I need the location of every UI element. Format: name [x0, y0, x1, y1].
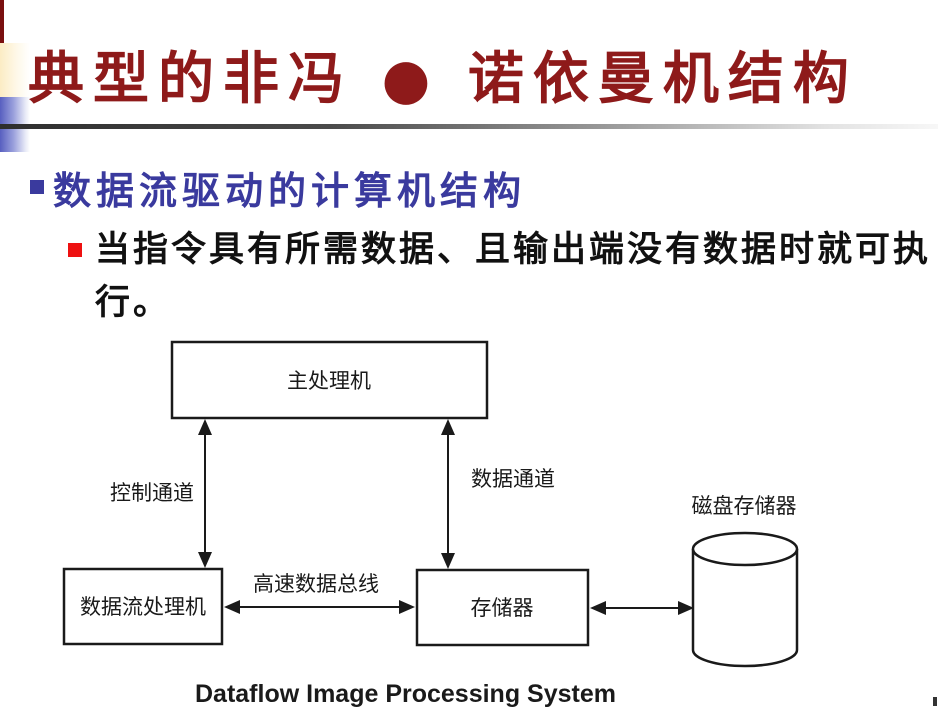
data-channel-label: 数据通道 — [471, 467, 555, 491]
memory-label: 存储器 — [471, 596, 534, 620]
main-processor-label: 主处理机 — [287, 369, 371, 393]
disk-storage-label: 磁盘存储器 — [692, 494, 797, 518]
title-divider-rule — [0, 124, 938, 129]
blue-square-bullet-icon — [30, 180, 44, 194]
dataflow-diagram: 主处理机 数据流处理机 存储器 控制通道 数据通道 高速数据总线 — [62, 340, 799, 668]
data-channel-arrow — [441, 419, 455, 569]
slide-title: 典型的非冯 ● 诺依曼机结构 — [28, 47, 858, 112]
heading-row: 数据流驱动的计算机结构 — [30, 160, 526, 215]
bullet-text-line1: 当指令具有所需数据、且输出端没有数据时就可执 — [95, 230, 932, 270]
bullet-text-line2: 行。 — [95, 283, 172, 323]
left-red-bar-decoration — [0, 0, 4, 43]
diagram-caption: Dataflow Image Processing System — [195, 680, 616, 708]
left-cream-block-decoration — [0, 43, 30, 97]
red-square-bullet-icon — [68, 243, 82, 257]
memory-box — [415, 568, 590, 647]
dataflow-processor-box — [62, 567, 224, 646]
bullet-text: 当指令具有所需数据、且输出端没有数据时就可执 行。 — [95, 224, 931, 330]
disk-cylinder — [691, 531, 799, 668]
control-channel-label: 控制通道 — [110, 481, 194, 505]
body-bullet-row: 当指令具有所需数据、且输出端没有数据时就可执 行。 — [68, 224, 931, 330]
section-heading: 数据流驱动的计算机结构 — [53, 169, 527, 213]
dataflow-processor-label: 数据流处理机 — [80, 595, 206, 619]
main-processor-box — [170, 340, 489, 420]
page-number-fragment — [933, 697, 937, 706]
memory-disk-arrow — [590, 601, 694, 615]
control-channel-arrow — [198, 419, 212, 568]
high-speed-bus-label: 高速数据总线 — [253, 572, 379, 596]
high-speed-bus-arrow — [224, 600, 415, 614]
